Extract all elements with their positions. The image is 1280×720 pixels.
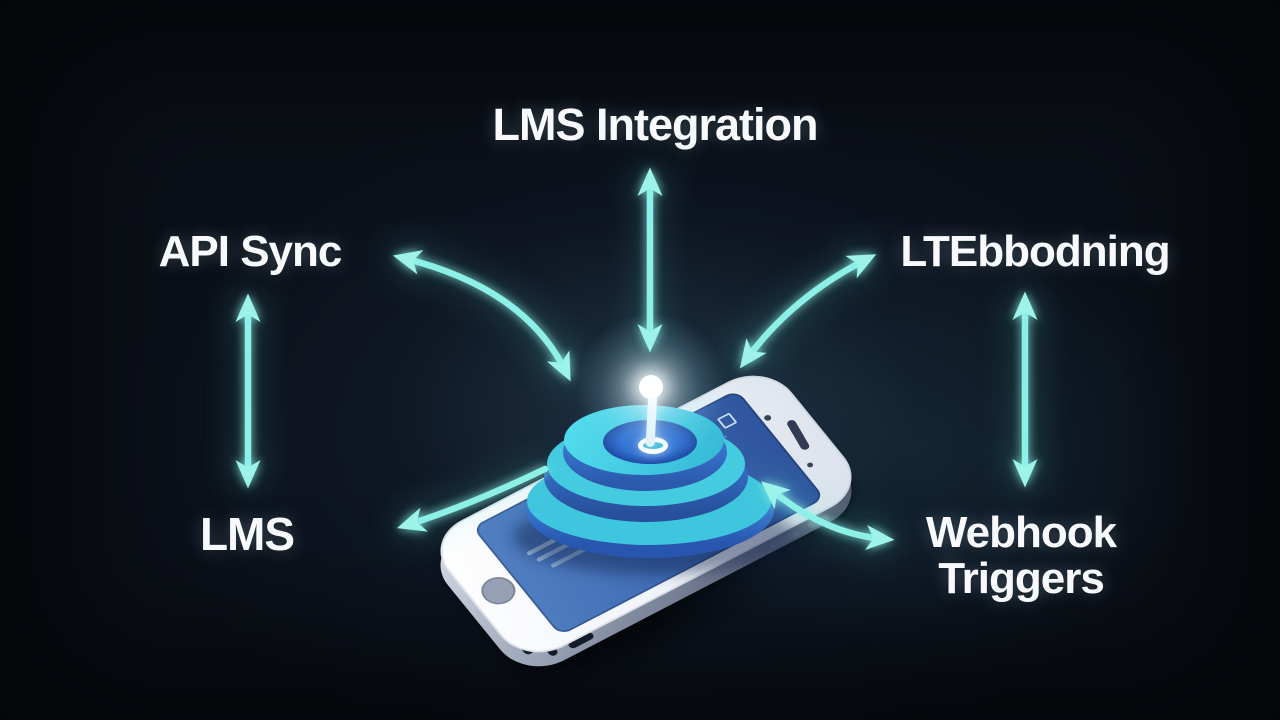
antenna-ball-icon [639,375,663,399]
label-api-sync: API Sync [158,227,343,276]
lms-arrow [397,465,549,532]
webhook-curve-arrow [760,481,895,551]
label-lms: LMS [199,508,295,560]
lte-curve-arrow [739,254,877,369]
api-sync-curve-arrow [392,250,571,382]
label-lte: LTEbbodning [900,227,1170,276]
label-webhook-line1: Webhook [925,508,1117,557]
label-webhook-line2: Triggers [938,554,1105,603]
label-lms-integration: LMS Integration [492,99,819,150]
label-webhook-triggers: Webhook Triggers [925,508,1117,603]
